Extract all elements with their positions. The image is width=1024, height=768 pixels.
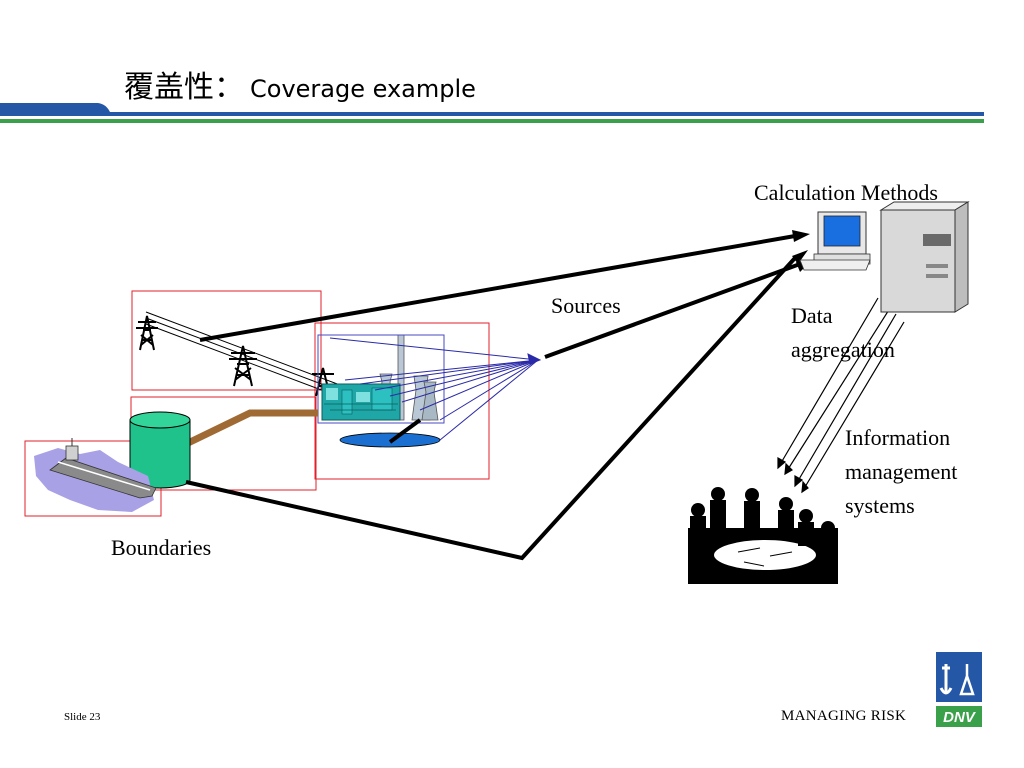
slide-number: Slide 23 — [64, 711, 101, 723]
people-meeting-icon — [688, 487, 838, 584]
label-sources: Sources — [551, 293, 621, 318]
flow-arrows — [185, 234, 801, 561]
computer-icon — [799, 201, 970, 313]
slide-title: 覆盖性：Coverage example — [124, 62, 476, 106]
label-calculation-methods: Calculation Methods — [754, 180, 938, 205]
arrow-sources-to-methods — [544, 262, 801, 359]
storage-tank-icon — [129, 409, 318, 489]
logo-text: DNV — [943, 709, 977, 726]
label-info-line3: systems — [845, 493, 915, 518]
power-line-icon — [136, 311, 349, 401]
label-information-management: Information management systems — [845, 421, 957, 523]
label-data-aggregation-line1: Data — [791, 303, 833, 328]
source-arrows — [329, 337, 542, 441]
label-info-line1: Information — [845, 425, 951, 450]
ship-icon — [34, 438, 157, 512]
footer-tagline: MANAGING RISK — [781, 708, 907, 724]
boundary-box-plant — [314, 322, 490, 480]
arrow-powerlines-to-methods — [199, 234, 796, 342]
power-plant-icon — [317, 334, 445, 448]
dnv-logo: DNV — [936, 652, 982, 727]
label-boundaries: Boundaries — [111, 535, 212, 560]
header-stripe — [0, 103, 984, 123]
slide-title-latin: Coverage example — [250, 75, 476, 103]
info-arrows — [777, 297, 905, 494]
label-data-aggregation: Data aggregation — [791, 299, 895, 367]
label-data-aggregation-line2: aggregation — [791, 337, 895, 362]
boundary-box-powerlines — [131, 290, 322, 391]
arrow-boundaries-to-methods — [185, 256, 797, 561]
slide-title-cjk: 覆盖性： — [124, 70, 244, 105]
label-info-line2: management — [845, 459, 958, 484]
